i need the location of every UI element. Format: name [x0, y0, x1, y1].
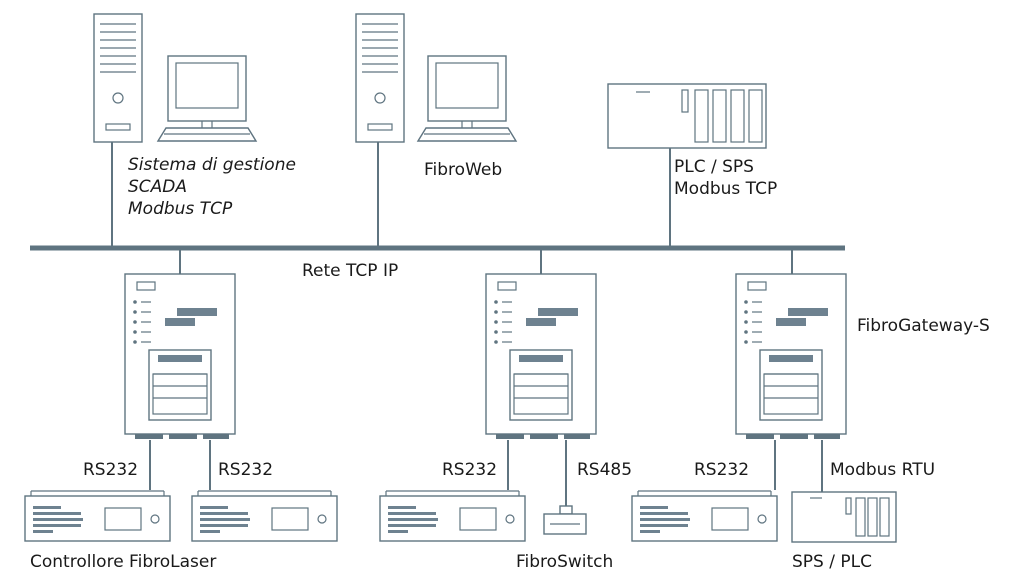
sps-plc-label: SPS / PLC [792, 552, 872, 572]
gateway-right [735, 273, 847, 440]
fibroswitch-device [543, 505, 587, 535]
rs232-label-b: RS232 [218, 460, 273, 480]
plc-label-1: PLC / SPS [674, 157, 754, 177]
scada-label-3: Modbus TCP [128, 199, 233, 219]
fibroweb-workstation [355, 13, 517, 248]
laser-controller-label: Controllore FibroLaser [30, 552, 216, 572]
gateway-left [124, 273, 236, 440]
laser-controller-4 [631, 490, 778, 542]
laser-controller-1 [24, 490, 171, 542]
modbus-rtu-label: Modbus RTU [830, 460, 935, 480]
fibroweb-label: FibroWeb [424, 160, 502, 180]
fibroswitch-label: FibroSwitch [516, 552, 613, 572]
gateway-middle [485, 273, 597, 440]
rs232-label-d: RS232 [694, 460, 749, 480]
laser-controller-3 [379, 490, 526, 542]
scada-label-2: SCADA [128, 177, 187, 197]
plc-label-2: Modbus TCP [674, 179, 777, 199]
sps-plc-rack [791, 491, 897, 543]
plc-rack [607, 83, 767, 248]
rs232-label-a: RS232 [83, 460, 138, 480]
rs232-label-c: RS232 [442, 460, 497, 480]
network-label: Rete TCP IP [302, 261, 398, 281]
scada-label-1: Sistema di gestione [128, 155, 296, 175]
rs485-label: RS485 [577, 460, 632, 480]
laser-controller-2 [191, 490, 338, 542]
scada-workstation [93, 13, 257, 248]
gateway-label: FibroGateway-S [857, 316, 990, 336]
